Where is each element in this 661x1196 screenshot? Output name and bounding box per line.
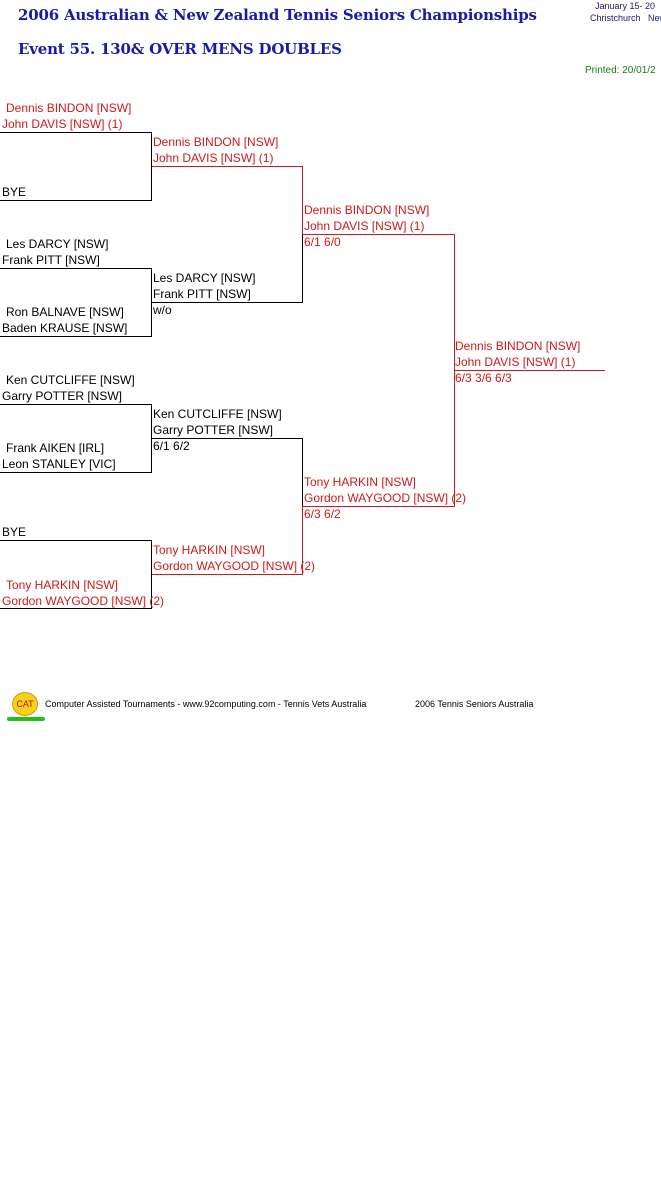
r2-s4-player2: Gordon WAYGOOD [NSW] (2): [153, 559, 316, 573]
final-line: [454, 370, 605, 371]
logo-underline: [7, 717, 45, 721]
r2-s3-player2: Garry POTTER [NSW]: [153, 423, 273, 437]
r1-m3-player1: Les DARCY [NSW]: [6, 237, 109, 251]
r2-s4-player1: Tony HARKIN [NSW]: [153, 543, 266, 557]
r1-line: [0, 336, 152, 337]
r1-connector: [151, 540, 152, 608]
r1-m8-player1: Tony HARKIN [NSW]: [6, 578, 119, 592]
r2-s3-player1: Ken CUTCLIFFE [NSW]: [153, 407, 282, 421]
r1-m3-player2: Frank PITT [NSW]: [2, 253, 100, 267]
sf2-player1: Tony HARKIN [NSW]: [304, 475, 417, 489]
championship-title: 2006 Australian & New Zealand Tennis Sen…: [18, 6, 537, 24]
final-score: 6/3 3/6 6/3: [455, 371, 512, 385]
r1-line: [0, 472, 152, 473]
venue-city: Christchurch: [590, 13, 640, 23]
r2-line: [152, 438, 303, 439]
r2-line: [152, 302, 303, 303]
r2-s1-player2: John DAVIS [NSW] (1): [153, 151, 274, 165]
r1-m8-player2: Gordon WAYGOOD [NSW] (2): [2, 594, 165, 608]
r1-connector: [151, 268, 152, 336]
r2-line: [152, 574, 303, 575]
r1-line: [0, 540, 151, 541]
r2-s3-score: 6/1 6/2: [153, 439, 190, 453]
r1-connector: [151, 132, 152, 200]
r1-m4-player1: Ron BALNAVE [NSW]: [6, 305, 124, 319]
final-player2: John DAVIS [NSW] (1): [455, 355, 576, 369]
r1-line: [0, 132, 151, 133]
venue-country: New: [648, 13, 661, 23]
footer-organizer: 2006 Tennis Seniors Australia: [415, 699, 534, 709]
r1-connector: [151, 404, 152, 472]
cat-logo-icon: CAT: [12, 692, 38, 716]
sf-line: [303, 234, 455, 235]
sf-line: [303, 506, 455, 507]
r1-line: [0, 200, 152, 201]
r2-connector: [302, 166, 303, 235]
r1-m1-player1: Dennis BINDON [NSW]: [6, 101, 132, 115]
sf1-player2: John DAVIS [NSW] (1): [304, 219, 425, 233]
r2-s1-player1: Dennis BINDON [NSW]: [153, 135, 279, 149]
r1-line: [0, 608, 152, 609]
event-title: Event 55. 130& OVER MENS DOUBLES: [18, 40, 342, 58]
sf2-player2: Gordon WAYGOOD [NSW] (2): [304, 491, 467, 505]
r2-connector: [302, 235, 303, 302]
r2-connector: [302, 438, 303, 506]
sf-connector: [454, 234, 455, 370]
printed-date: Printed: 20/01/2: [585, 65, 656, 76]
r1-line: [0, 268, 151, 269]
r1-m6-player1: Frank AIKEN [IRL]: [6, 441, 105, 455]
r1-m5-player2: Garry POTTER [NSW]: [2, 389, 122, 403]
r1-m4-player2: Baden KRAUSE [NSW]: [2, 321, 128, 335]
r1-line: [0, 404, 151, 405]
sf1-score: 6/1 6/0: [304, 235, 341, 249]
r2-s2-player1: Les DARCY [NSW]: [153, 271, 256, 285]
r1-m2-player1: BYE: [2, 185, 27, 199]
footer-credit: Computer Assisted Tournaments - www.92co…: [45, 699, 367, 709]
sf2-score: 6/3 6/2: [304, 507, 341, 521]
sf-connector: [454, 370, 455, 506]
r1-m6-player2: Leon STANLEY [VIC]: [2, 457, 116, 471]
r2-line: [152, 166, 303, 167]
final-player1: Dennis BINDON [NSW]: [455, 339, 581, 353]
r2-s2-player2: Frank PITT [NSW]: [153, 287, 251, 301]
event-dates: January 15- 20: [595, 1, 656, 11]
sf1-player1: Dennis BINDON [NSW]: [304, 203, 430, 217]
r1-m1-player2: John DAVIS [NSW] (1): [2, 117, 123, 131]
r2-s2-score: w/o: [153, 303, 172, 317]
r1-m5-player1: Ken CUTCLIFFE [NSW]: [6, 373, 135, 387]
r1-m7-player1: BYE: [2, 525, 27, 539]
r2-connector: [302, 506, 303, 574]
